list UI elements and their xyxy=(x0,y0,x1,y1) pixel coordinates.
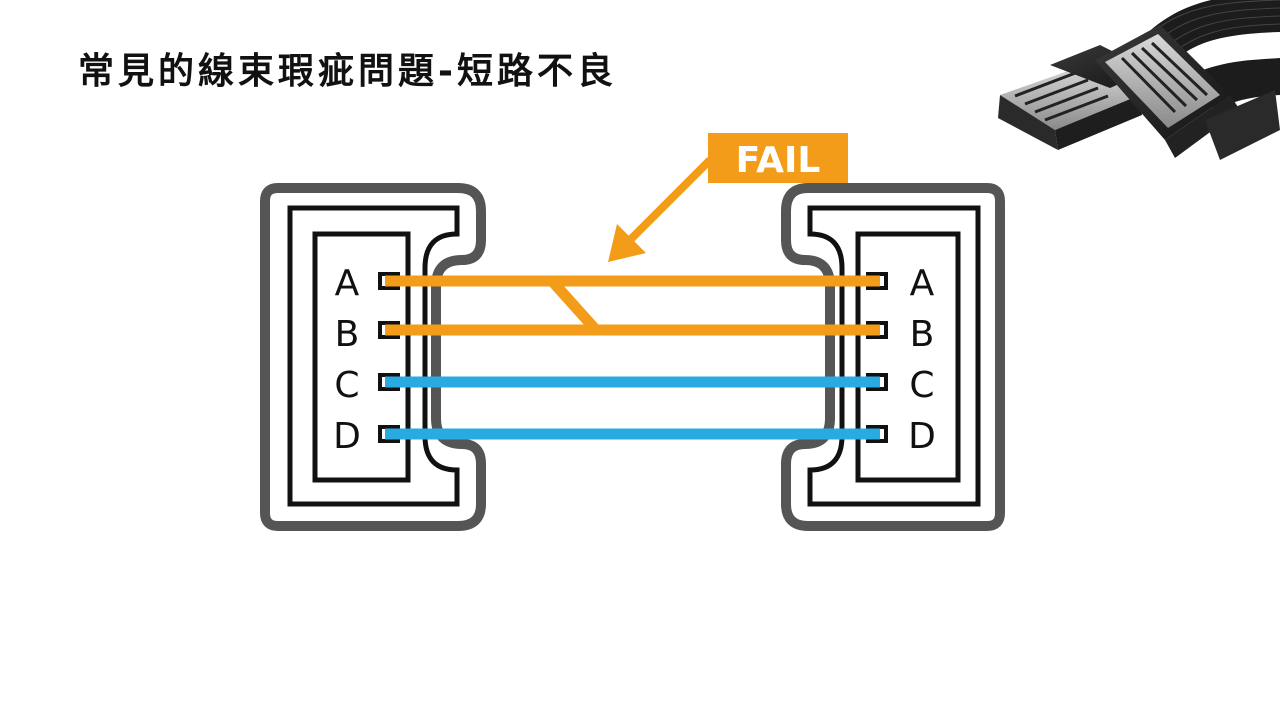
slide-title: 常見的線束瑕疵問題-短路不良 xyxy=(78,51,617,92)
left-connector-pins xyxy=(378,272,400,443)
right-connector-shell-outer xyxy=(781,183,1005,531)
right-pin-label-c: C xyxy=(909,365,934,406)
left-connector: A B C D xyxy=(260,183,486,531)
left-pin-label-b: B xyxy=(335,314,360,355)
scart-cable-photo xyxy=(998,0,1280,160)
left-connector-shell-outer xyxy=(260,183,486,531)
left-pin-label-d: D xyxy=(333,416,361,457)
right-connector-pins xyxy=(866,272,888,443)
right-pin-label-d: D xyxy=(908,416,936,457)
right-connector-pin-housing xyxy=(855,231,961,483)
left-pin-label-a: A xyxy=(335,263,360,304)
left-connector-pin-housing xyxy=(312,231,411,483)
scart-plug-right xyxy=(1095,25,1280,160)
fail-arrow-shaft xyxy=(627,157,713,243)
wires xyxy=(385,275,880,440)
fail-badge xyxy=(708,133,848,183)
fail-arrow-head xyxy=(608,224,646,262)
right-connector: A B C D xyxy=(781,183,1005,531)
right-connector-shell-inner xyxy=(807,205,981,507)
right-pin-label-b: B xyxy=(910,314,935,355)
fail-callout: FAIL xyxy=(608,133,848,262)
fail-label: FAIL xyxy=(736,140,821,181)
right-pin-label-a: A xyxy=(910,263,935,304)
left-pin-label-c: C xyxy=(334,365,359,406)
short-circuit-link xyxy=(547,277,601,334)
